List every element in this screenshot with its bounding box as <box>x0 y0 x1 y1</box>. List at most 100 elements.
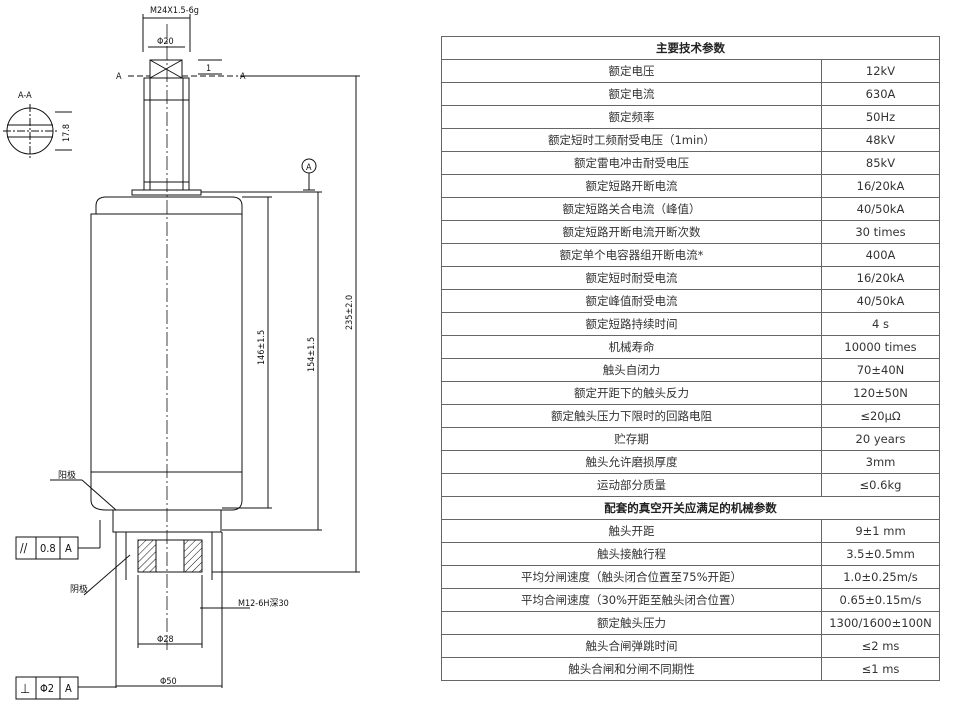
param-name: 触头接触行程 <box>441 542 822 566</box>
technical-drawing: M24X1.5-6g Φ20 A A 1 A A-A 17.8 146±1.5 … <box>0 0 440 714</box>
param-name: 平均合闸速度（30%开距至触头闭合位置） <box>441 588 822 612</box>
param-value: 1300/1600±100N <box>821 611 940 635</box>
param-value: 4 s <box>821 312 940 336</box>
datum-a-label: A <box>306 163 312 173</box>
param-name: 贮存期 <box>441 427 822 451</box>
param-name: 触头自闭力 <box>441 358 822 382</box>
param-name: 额定电流 <box>441 82 822 106</box>
height-235-label: 235±2.0 <box>345 295 355 330</box>
param-value: 16/20kA <box>821 266 940 290</box>
table-row: 额定短时工频耐受电压（1min）48kV <box>441 128 940 152</box>
dia-top-label: Φ20 <box>157 37 174 47</box>
param-name: 触头合闸弹跳时间 <box>441 634 822 658</box>
table-row: 平均分闸速度（触头闭合位置至75%开距）1.0±0.25m/s <box>441 565 940 589</box>
param-value: 3mm <box>821 450 940 474</box>
param-value: 400A <box>821 243 940 267</box>
param-value: 10000 times <box>821 335 940 359</box>
upper-leader-label: 阳极 <box>58 469 76 481</box>
section-title: 主要技术参数 <box>441 36 940 60</box>
param-name: 额定短路关合电流（峰值） <box>441 197 822 221</box>
perp-datum-label: A <box>65 682 72 695</box>
param-name: 额定开距下的触头反力 <box>441 381 822 405</box>
param-name: 机械寿命 <box>441 335 822 359</box>
param-name: 额定短时工频耐受电压（1min） <box>441 128 822 152</box>
param-value: 70±40N <box>821 358 940 382</box>
parallel-datum-label: A <box>65 542 72 555</box>
param-name: 额定短路开断电流 <box>441 174 822 198</box>
section-title: 配套的真空开关应满足的机械参数 <box>441 496 940 520</box>
param-name: 运动部分质量 <box>441 473 822 497</box>
param-name: 额定频率 <box>441 105 822 129</box>
height-146-label: 146±1.5 <box>257 330 267 365</box>
gap-dim-label: 1 <box>206 64 211 74</box>
thread-bottom-label: M12-6H深30 <box>238 598 289 609</box>
param-value: 40/50kA <box>821 197 940 221</box>
param-name: 额定峰值耐受电流 <box>441 289 822 313</box>
param-value: 48kV <box>821 128 940 152</box>
section-mark-right: A <box>240 72 246 82</box>
section-header-row: 配套的真空开关应满足的机械参数 <box>441 496 940 520</box>
param-name: 额定单个电容器组开断电流* <box>441 243 822 267</box>
table-row: 触头合闸弹跳时间≤2 ms <box>441 634 940 658</box>
param-name: 额定触头压力下限时的回路电阻 <box>441 404 822 428</box>
table-row: 额定触头压力下限时的回路电阻≤20μΩ <box>441 404 940 428</box>
thread-top-label: M24X1.5-6g <box>150 6 199 16</box>
parallel-icon: // <box>20 541 28 555</box>
param-value: 120±50N <box>821 381 940 405</box>
param-value: ≤20μΩ <box>821 404 940 428</box>
section-view-label: A-A <box>18 91 32 101</box>
section-header-row: 主要技术参数 <box>441 36 940 60</box>
param-value: 9±1 mm <box>821 519 940 543</box>
param-value: ≤1 ms <box>821 657 940 681</box>
parallel-tol-label: 0.8 <box>40 542 56 555</box>
param-value: 1.0±0.25m/s <box>821 565 940 589</box>
param-name: 平均分闸速度（触头闭合位置至75%开距） <box>441 565 822 589</box>
param-name: 触头允许磨损厚度 <box>441 450 822 474</box>
param-name: 额定短时耐受电流 <box>441 266 822 290</box>
param-value: ≤0.6kg <box>821 473 940 497</box>
flat-dim-label: 17.8 <box>62 124 72 142</box>
param-name: 额定短路持续时间 <box>441 312 822 336</box>
param-name: 额定雷电冲击耐受电压 <box>441 151 822 175</box>
param-name: 额定电压 <box>441 59 822 83</box>
param-value: 12kV <box>821 59 940 83</box>
param-value: 16/20kA <box>821 174 940 198</box>
table-row: 触头合闸和分闸不同期性≤1 ms <box>441 657 940 681</box>
dia-bottom-outer-label: Φ50 <box>160 677 177 687</box>
param-value: 0.65±0.15m/s <box>821 588 940 612</box>
section-mark-left: A <box>116 72 122 82</box>
table-row: 运动部分质量≤0.6kg <box>441 473 940 497</box>
table-row: 额定单个电容器组开断电流*400A <box>441 243 940 267</box>
param-name: 触头开距 <box>441 519 822 543</box>
perpendicular-icon: ⊥ <box>20 682 30 697</box>
param-name: 额定触头压力 <box>441 611 822 635</box>
param-name: 触头合闸和分闸不同期性 <box>441 657 822 681</box>
interrupter-drawing-svg: M24X1.5-6g Φ20 A A 1 A A-A 17.8 146±1.5 … <box>3 6 360 700</box>
param-value: 85kV <box>821 151 940 175</box>
param-value: 3.5±0.5mm <box>821 542 940 566</box>
table-row: 平均合闸速度（30%开距至触头闭合位置）0.65±0.15m/s <box>441 588 940 612</box>
table-row: 额定短路关合电流（峰值）40/50kA <box>441 197 940 221</box>
lower-leader-label: 阴极 <box>70 583 88 595</box>
param-value: ≤2 ms <box>821 634 940 658</box>
perp-tol-label: Φ2 <box>40 682 54 695</box>
param-value: 630A <box>821 82 940 106</box>
param-name: 额定短路开断电流开断次数 <box>441 220 822 244</box>
